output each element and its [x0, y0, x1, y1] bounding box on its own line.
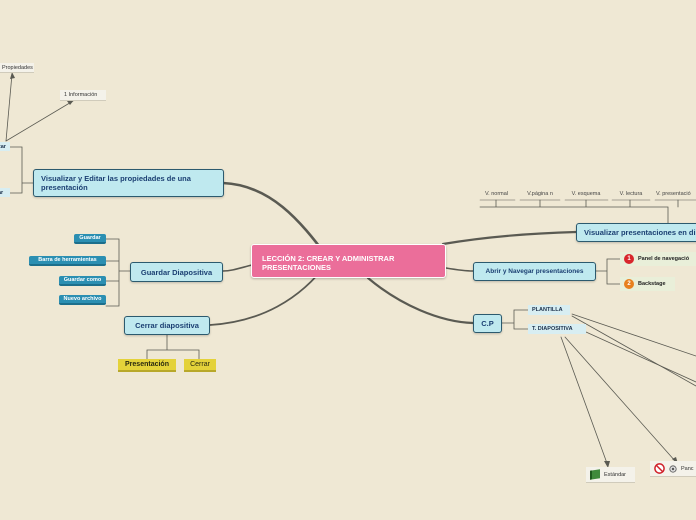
view-esquema[interactable]: V. esquema — [571, 191, 601, 197]
view-presentacion[interactable]: V. presentació — [656, 191, 691, 197]
leaf-estandar[interactable]: Estándar — [586, 467, 635, 483]
topic-visualizar-editar[interactable]: Visualizar y Editar las propiedades de u… — [33, 169, 224, 197]
subtopic-nuevo-archivo[interactable]: Nuevo archivo — [59, 295, 106, 305]
number-one-icon: 1 — [624, 254, 634, 264]
subtopic-plantilla[interactable]: PLANTILLA — [528, 305, 570, 315]
subtopic-cerrar[interactable]: Cerrar — [184, 359, 216, 372]
branch-visualizar-presentaciones — [441, 230, 578, 246]
topic-abrir-navegar[interactable]: Abrir y Navegar presentaciones — [473, 262, 596, 281]
leaf-panc[interactable]: Panc — [650, 461, 696, 477]
topic-cerrar-diapositiva[interactable]: Cerrar diapositiva — [124, 316, 210, 335]
branch-abrir — [445, 267, 474, 272]
subtopic-guardar[interactable]: Guardar — [74, 234, 106, 244]
subtopic-zar[interactable]: zar — [0, 142, 10, 151]
topic-visualizar-presentaciones[interactable]: Visualizar presentaciones en di — [576, 223, 696, 242]
subtopic-presentacion[interactable]: Presentación — [118, 359, 176, 372]
subtopic-guardar-como[interactable]: Guardar como — [59, 276, 106, 286]
speaker-icon — [669, 464, 677, 473]
subtopic-backstage[interactable]: 2 Backstage — [620, 277, 675, 291]
estandar-label: Estándar — [604, 471, 627, 478]
topic-guardar-diapositiva[interactable]: Guardar Diapositiva — [130, 262, 223, 282]
subtopic-panel-navegacion[interactable]: 1 Panel de navegació — [620, 252, 696, 266]
green-book-icon — [590, 469, 600, 480]
topic-cp[interactable]: C.P — [473, 314, 502, 333]
central-topic[interactable]: LECCIÓN 2: CREAR Y ADMINISTRAR PRESENTAC… — [251, 244, 446, 278]
view-normal[interactable]: V. normal — [484, 191, 509, 197]
number-two-icon: 2 — [624, 279, 634, 289]
panc-label: Panc — [681, 465, 694, 472]
subtopic-propiedades[interactable]: Propiedades — [0, 63, 34, 73]
view-lectura[interactable]: V. lectura — [619, 191, 643, 197]
backstage-label: Backstage — [638, 281, 666, 287]
subtopic-ar[interactable]: ar — [0, 188, 10, 197]
subtopic-barra-herramientas[interactable]: Barra de herramientas — [29, 256, 106, 266]
subtopic-tipo-diapositiva[interactable]: T. DIAPOSITIVA — [528, 324, 586, 334]
panel-navegacion-label: Panel de navegació — [638, 256, 690, 262]
branch-guardar — [222, 264, 253, 272]
subtopic-informacion[interactable]: 1 Información — [60, 90, 106, 101]
view-pagina[interactable]: V.página n — [527, 191, 553, 197]
branch-cp — [366, 276, 475, 325]
no-entry-icon — [654, 463, 665, 474]
